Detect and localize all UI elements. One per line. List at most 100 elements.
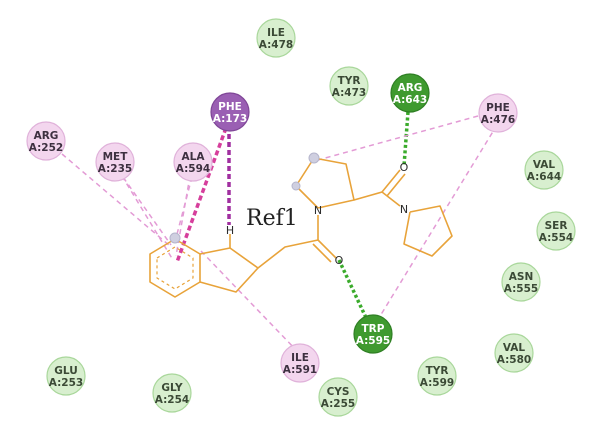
- residue-disc: [494, 333, 534, 373]
- residue-disc: [318, 377, 358, 417]
- residue-name: ARG: [398, 82, 423, 94]
- alkyl-line-phe476-a: [317, 115, 479, 161]
- residue-disc: [536, 211, 576, 251]
- amide-bond-2: [381, 191, 401, 207]
- residue-name: CYS: [327, 386, 350, 398]
- residue-name: SER: [545, 220, 568, 232]
- residue-id: A:173: [213, 113, 247, 125]
- residue-disc: [353, 314, 393, 354]
- atom-n1: N: [314, 204, 322, 217]
- residue-name: TRP: [362, 323, 385, 335]
- residue-disc: [173, 142, 213, 182]
- residue-disc: [26, 121, 66, 161]
- ch-donor-marker-2: [308, 152, 320, 164]
- residue-disc: [152, 373, 192, 413]
- chain-bond: [257, 239, 319, 269]
- ligand-structure: [149, 157, 453, 298]
- residue-id: A:235: [98, 163, 132, 175]
- atom-o2: O: [400, 161, 409, 174]
- residue-id: A:643: [393, 94, 427, 106]
- bond-to-carbonyl-2: [353, 191, 383, 201]
- residue-disc: [256, 18, 296, 58]
- alkyl-line-ile591: [199, 249, 299, 353]
- residue-id: A:591: [283, 364, 317, 376]
- residue-id: A:644: [527, 171, 561, 183]
- ch-donor-marker-3: [291, 181, 301, 191]
- pyrrolidine-ring-2: [403, 205, 453, 257]
- residue-name: VAL: [533, 159, 556, 171]
- residue-id: A:473: [332, 87, 366, 99]
- atom-n2: N: [400, 203, 408, 216]
- interaction-lines: [61, 111, 498, 353]
- atom-h1: H: [226, 224, 234, 237]
- hbond-line-arg643: [402, 111, 410, 167]
- residue-name: GLY: [161, 382, 183, 394]
- indane-ring: [199, 247, 259, 293]
- atom-labels: N N O O H: [226, 161, 409, 267]
- residue-disc: [501, 262, 541, 302]
- ch-donor-marker-1: [169, 232, 181, 244]
- pyrrolidine-ring-1: [295, 157, 355, 209]
- residue-id: A:255: [321, 398, 355, 410]
- residue-disc: [210, 92, 250, 132]
- alkyl-line-met235-b: [121, 175, 174, 261]
- residue-id: A:254: [155, 394, 189, 406]
- residue-id: A:595: [356, 335, 390, 347]
- residue-name: ALA: [182, 151, 206, 163]
- residue-name: VAL: [503, 342, 526, 354]
- alkyl-line-met235: [117, 169, 172, 246]
- alkyl-line-ala594: [175, 176, 193, 239]
- residue-id: A:252: [29, 142, 63, 154]
- residue-name: MET: [103, 151, 129, 163]
- residue-disc: [390, 73, 430, 113]
- residue-id: A:253: [49, 377, 83, 389]
- residue-id: A:594: [176, 163, 210, 175]
- residue-name: GLU: [54, 365, 77, 377]
- residue-disc: [95, 142, 135, 182]
- residue-id: A:554: [539, 232, 573, 244]
- carbonyl-bond-1b: [312, 243, 332, 263]
- alkyl-line-phe476-b: [373, 124, 498, 327]
- residue-name: ASN: [509, 271, 533, 283]
- residue-id: A:478: [259, 39, 293, 51]
- residue-name: PHE: [218, 101, 242, 113]
- residue-disc: [46, 356, 86, 396]
- alkyl-line-arg252: [61, 153, 171, 247]
- residue-disc: [524, 150, 564, 190]
- residue-id: A:580: [497, 354, 531, 366]
- hbond-line-trp595: [337, 259, 370, 323]
- carbonyl-bond-2b: [386, 173, 406, 197]
- residue-name: TYR: [338, 75, 361, 87]
- ligand-label: Ref1: [246, 206, 298, 231]
- atom-o1: O: [335, 254, 344, 267]
- carbonyl-bond-2: [381, 169, 401, 193]
- residue-disc: [478, 93, 518, 133]
- residue-name: TYR: [426, 365, 449, 377]
- residue-id: A:555: [504, 283, 538, 295]
- residue-name: ILE: [267, 27, 285, 39]
- residue-name: ILE: [291, 352, 309, 364]
- benzene-aromatic-inner: [156, 246, 194, 290]
- residue-name: ARG: [34, 130, 59, 142]
- residue-disc: [329, 66, 369, 106]
- carbonyl-bond-1: [317, 239, 337, 259]
